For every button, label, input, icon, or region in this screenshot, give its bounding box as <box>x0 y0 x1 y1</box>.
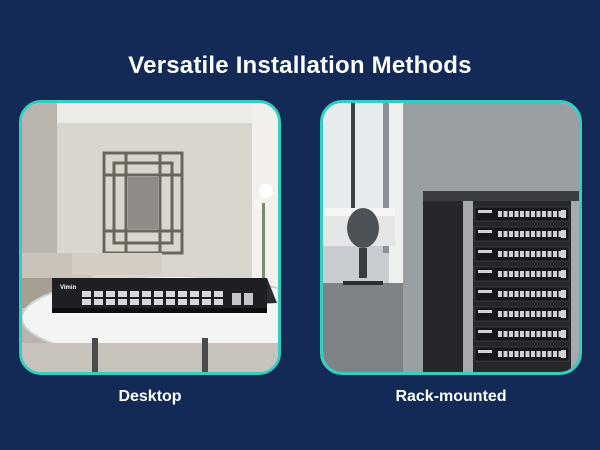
ethernet-port <box>178 299 187 305</box>
rack-switch-unit <box>474 226 570 242</box>
page-title: Versatile Installation Methods <box>128 52 472 79</box>
ethernet-port <box>202 299 211 305</box>
ethernet-port <box>118 291 127 297</box>
switch-brand-logo: Vimin <box>60 285 77 291</box>
ethernet-port <box>82 291 91 297</box>
ethernet-port <box>94 299 103 305</box>
ethernet-port <box>82 299 91 305</box>
ethernet-port <box>142 291 151 297</box>
ethernet-port <box>130 299 139 305</box>
rack-switch-unit <box>474 306 570 322</box>
uplink-port <box>232 293 241 305</box>
rack-switch-unit <box>474 266 570 282</box>
rack-switch-unit <box>474 346 570 362</box>
rack-switch-unit <box>474 326 570 342</box>
ethernet-port <box>94 291 103 297</box>
rack-switch-unit <box>474 206 570 222</box>
desktop-installation-photo: Vimin <box>19 100 281 375</box>
ethernet-port <box>106 299 115 305</box>
ethernet-port <box>142 299 151 305</box>
ethernet-port <box>190 291 199 297</box>
ethernet-port <box>118 299 127 305</box>
ethernet-port <box>190 299 199 305</box>
rack-mounted-caption: Rack-mounted <box>395 388 507 405</box>
ethernet-port <box>202 291 211 297</box>
ethernet-port <box>214 299 223 305</box>
ethernet-port <box>130 291 139 297</box>
ethernet-port <box>154 299 163 305</box>
ethernet-port <box>166 291 175 297</box>
ethernet-port <box>178 291 187 297</box>
ethernet-port <box>154 291 163 297</box>
rack-mounted-installation-photo <box>320 100 582 375</box>
ethernet-port <box>166 299 175 305</box>
rack-switch-unit <box>474 286 570 302</box>
uplink-port <box>244 293 253 305</box>
ethernet-port <box>106 291 115 297</box>
ethernet-port <box>214 291 223 297</box>
rack-switch-unit <box>474 246 570 262</box>
desktop-caption: Desktop <box>118 388 182 405</box>
